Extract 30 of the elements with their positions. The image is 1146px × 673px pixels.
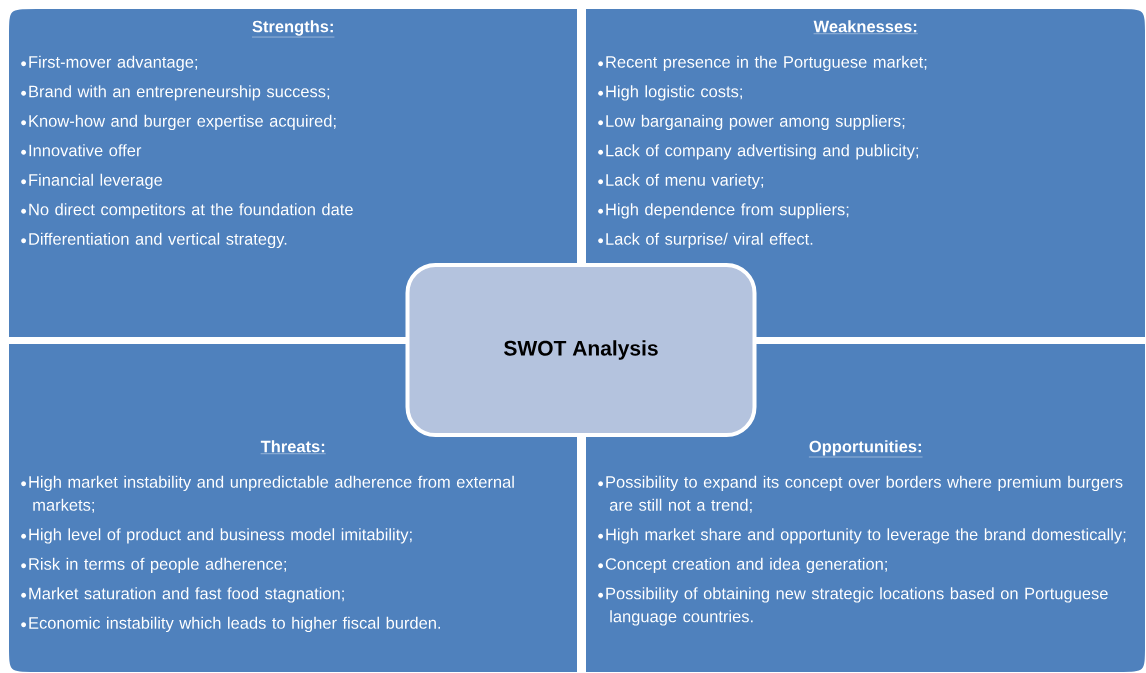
bullet-item: Possibility to expand its concept over borders where premium burgers are still not a trend; (598, 475, 1123, 513)
title-box: SWOT Analysis (405, 263, 757, 437)
bullet-item: No direct competitors at the foundation date (21, 203, 353, 219)
quadrant-box (584, 7, 1146, 339)
bullet-item: High market instability and unpredictable adherence from external markets; (21, 475, 514, 513)
heading: Threats: (260, 440, 326, 454)
bullet-item: Economic instability which leads to higher fiscal burden. (21, 616, 441, 633)
bullet-item: High level of product and business model imitability; (21, 528, 412, 544)
bullet-item: Possibility of obtaining new strategic locations based on Portuguese language countries. (598, 587, 1108, 626)
bullet-item: Innovative offer (21, 144, 142, 157)
bullet-item: Risk in terms of people adherence; (21, 557, 286, 574)
quadrant-box (7, 7, 579, 339)
bullet-item: Lack of menu variety; (598, 173, 764, 190)
bullet-item: Concept creation and idea generation; (598, 557, 887, 574)
bullet-item: Financial leverage (21, 173, 163, 190)
bullet-item: High dependence from suppliers; (598, 203, 849, 219)
heading: Opportunities: (808, 440, 923, 458)
bullet-item: Lack of company advertising and publicity; (598, 144, 919, 160)
bullet-item: Know-how and burger expertise acquired; (21, 114, 336, 131)
bullet-item: Brand with an entrepreneurship success; (21, 85, 330, 101)
bullet-item: High logistic costs; (598, 85, 742, 101)
bullet-item: Lack of surprise/ viral effect. (598, 232, 813, 249)
bullet-item: First-mover advantage; (21, 55, 198, 72)
heading: Weaknesses: (813, 20, 919, 34)
heading: Strengths: (251, 20, 335, 38)
bullet-item: Recent presence in the Portuguese market; (598, 55, 927, 72)
bullet-item: Differentiation and vertical strategy. (21, 232, 287, 249)
bullet-item: Low barganaing power among suppliers; (598, 114, 905, 131)
bullet-item: High market share and opportunity to leverage the brand domestically; (598, 528, 1126, 544)
bullet-item: Market saturation and fast food stagnation; (21, 587, 344, 603)
